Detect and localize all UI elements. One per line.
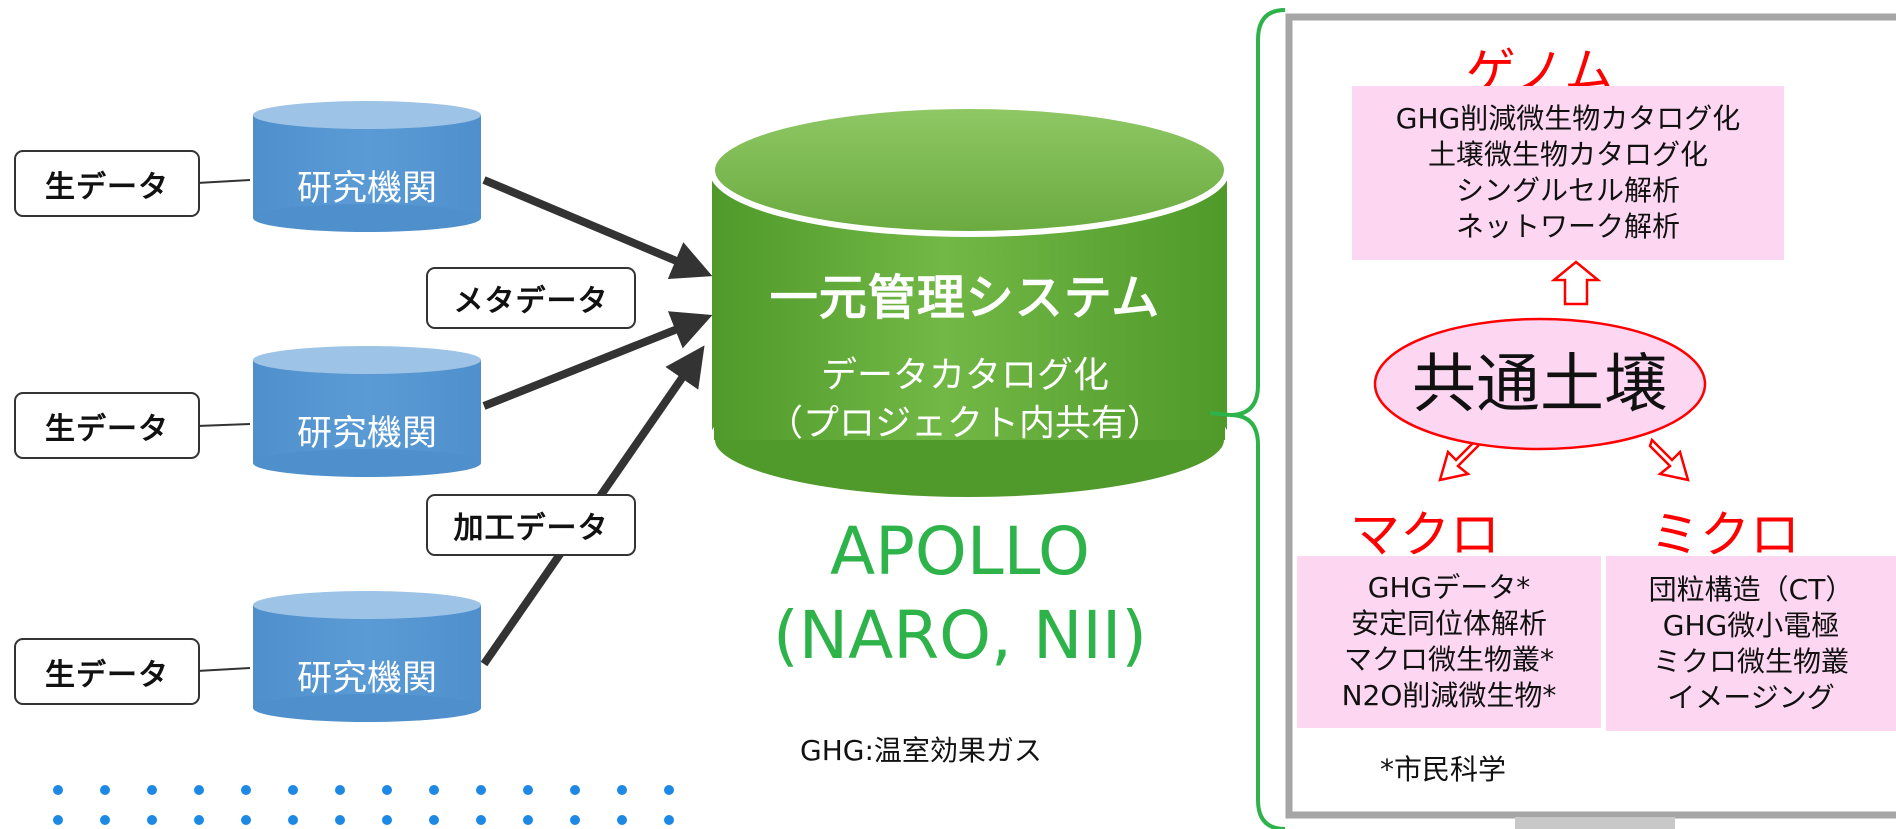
list-item: シングルセル解析 xyxy=(1455,174,1680,207)
processed-data-label: 加工データ xyxy=(426,494,636,556)
decoration-dot xyxy=(194,785,204,795)
list-item: ネットワーク解析 xyxy=(1455,210,1680,243)
ghg-footnote: GHG:温室効果ガス xyxy=(800,734,1042,767)
raw-data-text: 生データ xyxy=(45,169,169,205)
micro-box: 団粒構造（CT） GHG微小電極 ミクロ微生物叢 イメージング xyxy=(1606,556,1896,731)
institution-label-2: 研究機関 xyxy=(296,413,437,454)
decoration-dot xyxy=(53,815,63,825)
meta-data-text: メタデータ xyxy=(453,284,609,319)
decoration-dot xyxy=(100,785,110,795)
decoration-dot xyxy=(664,815,674,825)
genome-box: GHG削減微生物カタログ化 土壌微生物カタログ化 シングルセル解析 ネットワーク… xyxy=(1352,86,1784,260)
decoration-dot xyxy=(335,785,345,795)
arrow-down-left-icon xyxy=(1438,437,1480,482)
panel-tab xyxy=(1515,817,1675,829)
decoration-dot xyxy=(382,815,392,825)
raw-data-label-2: 生データ xyxy=(14,392,200,459)
list-item: GHG微小電極 xyxy=(1662,608,1840,642)
cylinder-institution-1 xyxy=(253,101,481,232)
apollo-affiliation: (NARO, NII) xyxy=(772,597,1148,674)
connector-line xyxy=(196,179,251,184)
dot-decoration xyxy=(53,785,674,825)
decoration-dot xyxy=(523,785,533,795)
decoration-dot xyxy=(194,815,204,825)
list-item: 団粒構造（CT） xyxy=(1648,572,1854,606)
decoration-dot xyxy=(476,785,486,795)
decoration-dot xyxy=(476,815,486,825)
arrow-raw-data xyxy=(482,311,713,410)
decoration-dot xyxy=(429,785,439,795)
list-item: 土壌微生物カタログ化 xyxy=(1427,138,1708,171)
macro-heading: マクロ xyxy=(1350,506,1500,564)
decoration-dot xyxy=(570,785,580,795)
connector-line xyxy=(196,667,251,672)
subtitle-line-1: データカタログ化 xyxy=(820,355,1109,396)
citizen-science-footnote: *市民科学 xyxy=(1380,753,1507,786)
decoration-dot xyxy=(288,785,298,795)
cylinder-central-system xyxy=(709,103,1230,503)
decoration-dot xyxy=(147,785,157,795)
central-system-subtitle: データカタログ化 （プロジェクト内共有） xyxy=(720,352,1210,448)
list-item: イメージング xyxy=(1667,680,1835,714)
arrow-meta-data xyxy=(482,176,713,280)
raw-data-label-3: 生データ xyxy=(14,638,200,705)
list-item: GHG削減微生物カタログ化 xyxy=(1395,102,1741,135)
cylinder-institution-2 xyxy=(253,346,481,477)
subtitle-line-2: （プロジェクト内共有） xyxy=(766,403,1163,444)
apollo-name: APOLLO xyxy=(829,513,1091,590)
list-item: GHGデータ* xyxy=(1367,571,1531,604)
decoration-dot xyxy=(100,815,110,825)
central-system-title: 一元管理システム xyxy=(769,270,1161,326)
institution-label-1: 研究機関 xyxy=(296,168,437,209)
list-item: N2O削減微生物* xyxy=(1341,679,1557,712)
decoration-dot xyxy=(429,815,439,825)
list-item: マクロ微生物叢* xyxy=(1343,643,1554,676)
decoration-dot xyxy=(617,815,627,825)
list-item: ミクロ微生物叢 xyxy=(1652,644,1849,678)
bracket-connector xyxy=(1209,411,1231,417)
raw-data-text: 生データ xyxy=(45,411,169,447)
meta-data-label: メタデータ xyxy=(426,267,636,329)
shared-soil-oval xyxy=(1373,317,1707,451)
macro-box: GHGデータ* 安定同位体解析 マクロ微生物叢* N2O削減微生物* xyxy=(1297,556,1601,728)
decoration-dot xyxy=(570,815,580,825)
decoration-dot xyxy=(382,785,392,795)
list-item: 安定同位体解析 xyxy=(1350,607,1547,640)
processed-data-text: 加工データ xyxy=(453,511,609,546)
cylinder-institution-3 xyxy=(253,591,481,722)
arrow-up-icon xyxy=(1550,260,1602,306)
shared-soil-label: 共通土壌 xyxy=(1412,348,1668,422)
micro-heading: ミクロ xyxy=(1650,506,1800,564)
decoration-dot xyxy=(335,815,345,825)
arrow-down-right-icon xyxy=(1648,437,1690,482)
raw-data-text: 生データ xyxy=(45,657,169,693)
decoration-dot xyxy=(147,815,157,825)
raw-data-label-1: 生データ xyxy=(14,150,200,217)
decoration-dot xyxy=(241,815,251,825)
connector-line xyxy=(196,423,251,427)
bracket xyxy=(1229,8,1286,829)
institution-label-3: 研究機関 xyxy=(296,658,437,699)
decoration-dot xyxy=(241,785,251,795)
panel-frame xyxy=(1285,13,1896,819)
decoration-dot xyxy=(288,815,298,825)
decoration-dot xyxy=(53,785,63,795)
decoration-dot xyxy=(617,785,627,795)
decoration-dot xyxy=(664,785,674,795)
decoration-dot xyxy=(523,815,533,825)
